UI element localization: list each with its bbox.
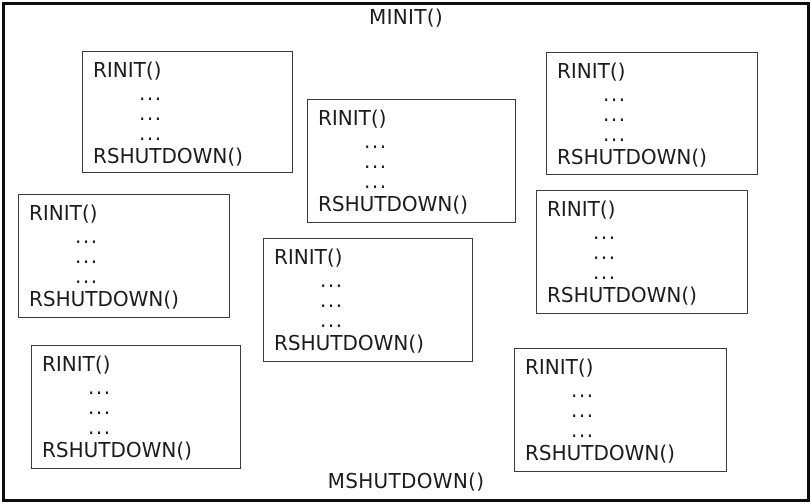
ellipsis-line: ... bbox=[139, 81, 163, 105]
ellipsis-line: ... bbox=[88, 415, 112, 439]
ellipsis-line: ... bbox=[320, 308, 344, 332]
ellipsis-line: ... bbox=[571, 378, 595, 402]
rshutdown-label: RSHUTDOWN() bbox=[557, 145, 707, 169]
ellipsis-line: ... bbox=[603, 102, 627, 126]
minit-label: MINIT() bbox=[369, 5, 443, 29]
request-lifecycle-box: RINIT() ... ... ... RSHUTDOWN() bbox=[18, 194, 230, 318]
ellipsis-line: ... bbox=[571, 418, 595, 442]
ellipsis-line: ... bbox=[320, 288, 344, 312]
rinit-label: RINIT() bbox=[547, 197, 616, 221]
ellipsis-line: ... bbox=[88, 375, 112, 399]
ellipsis-line: ... bbox=[320, 268, 344, 292]
rinit-label: RINIT() bbox=[93, 58, 162, 82]
rinit-label: RINIT() bbox=[29, 201, 98, 225]
rinit-label: RINIT() bbox=[42, 352, 111, 376]
rshutdown-label: RSHUTDOWN() bbox=[29, 287, 179, 311]
rinit-label: RINIT() bbox=[274, 245, 343, 269]
mshutdown-label: MSHUTDOWN() bbox=[327, 469, 485, 493]
rshutdown-label: RSHUTDOWN() bbox=[547, 283, 697, 307]
rinit-label: RINIT() bbox=[525, 355, 594, 379]
request-lifecycle-box: RINIT() ... ... ... RSHUTDOWN() bbox=[31, 345, 241, 469]
request-lifecycle-box: RINIT() ... ... ... RSHUTDOWN() bbox=[82, 51, 293, 173]
ellipsis-line: ... bbox=[75, 244, 99, 268]
ellipsis-line: ... bbox=[139, 121, 163, 145]
rinit-label: RINIT() bbox=[557, 59, 626, 83]
ellipsis-line: ... bbox=[593, 240, 617, 264]
rshutdown-label: RSHUTDOWN() bbox=[93, 144, 243, 168]
request-lifecycle-box: RINIT() ... ... ... RSHUTDOWN() bbox=[536, 190, 748, 314]
ellipsis-line: ... bbox=[364, 129, 388, 153]
ellipsis-line: ... bbox=[75, 264, 99, 288]
rshutdown-label: RSHUTDOWN() bbox=[274, 331, 424, 355]
ellipsis-line: ... bbox=[364, 169, 388, 193]
request-lifecycle-box: RINIT() ... ... ... RSHUTDOWN() bbox=[307, 99, 516, 223]
ellipsis-line: ... bbox=[88, 395, 112, 419]
rinit-label: RINIT() bbox=[318, 106, 387, 130]
ellipsis-line: ... bbox=[593, 220, 617, 244]
request-lifecycle-box: RINIT() ... ... ... RSHUTDOWN() bbox=[546, 52, 758, 175]
request-lifecycle-box: RINIT() ... ... ... RSHUTDOWN() bbox=[514, 348, 727, 472]
request-lifecycle-box: RINIT() ... ... ... RSHUTDOWN() bbox=[263, 238, 473, 362]
ellipsis-line: ... bbox=[603, 82, 627, 106]
ellipsis-line: ... bbox=[571, 398, 595, 422]
ellipsis-line: ... bbox=[593, 260, 617, 284]
ellipsis-line: ... bbox=[364, 149, 388, 173]
rshutdown-label: RSHUTDOWN() bbox=[318, 192, 468, 216]
ellipsis-line: ... bbox=[603, 122, 627, 146]
ellipsis-line: ... bbox=[139, 101, 163, 125]
rshutdown-label: RSHUTDOWN() bbox=[42, 438, 192, 462]
rshutdown-label: RSHUTDOWN() bbox=[525, 441, 675, 465]
ellipsis-line: ... bbox=[75, 224, 99, 248]
